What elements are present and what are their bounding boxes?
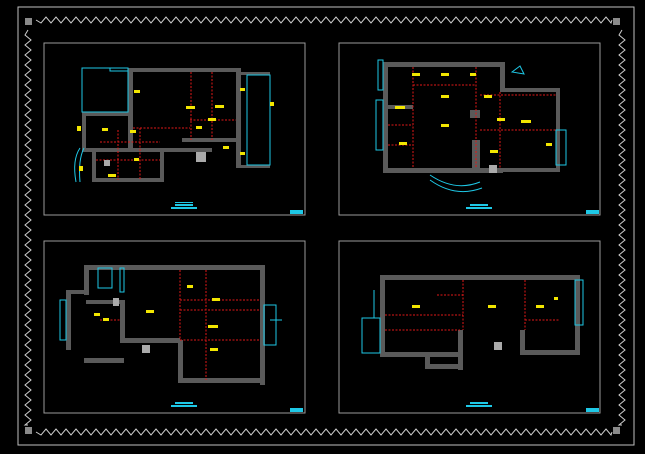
zigzag-segment (35, 428, 613, 437)
sheet-frame-1 (43, 42, 306, 216)
zigzag-segment (617, 29, 626, 426)
zigzag-segment (23, 29, 32, 426)
corner-marker-icon (25, 18, 620, 434)
sheet-frame-4 (338, 240, 601, 414)
title-block-icon (171, 202, 492, 407)
floor-plan-3 (59, 265, 282, 385)
outer-frame (17, 6, 635, 446)
sheet-frames (43, 42, 601, 414)
stamp-icon (290, 210, 599, 412)
zigzag-segment (35, 16, 613, 25)
sheet-frame-3 (43, 240, 306, 414)
sheet-frame-2 (338, 42, 601, 216)
floor-plan-4 (361, 275, 584, 370)
floor-plan-2 (375, 59, 567, 193)
zigzag-border-icon (23, 16, 626, 437)
floor-plan-1 (74, 67, 274, 183)
